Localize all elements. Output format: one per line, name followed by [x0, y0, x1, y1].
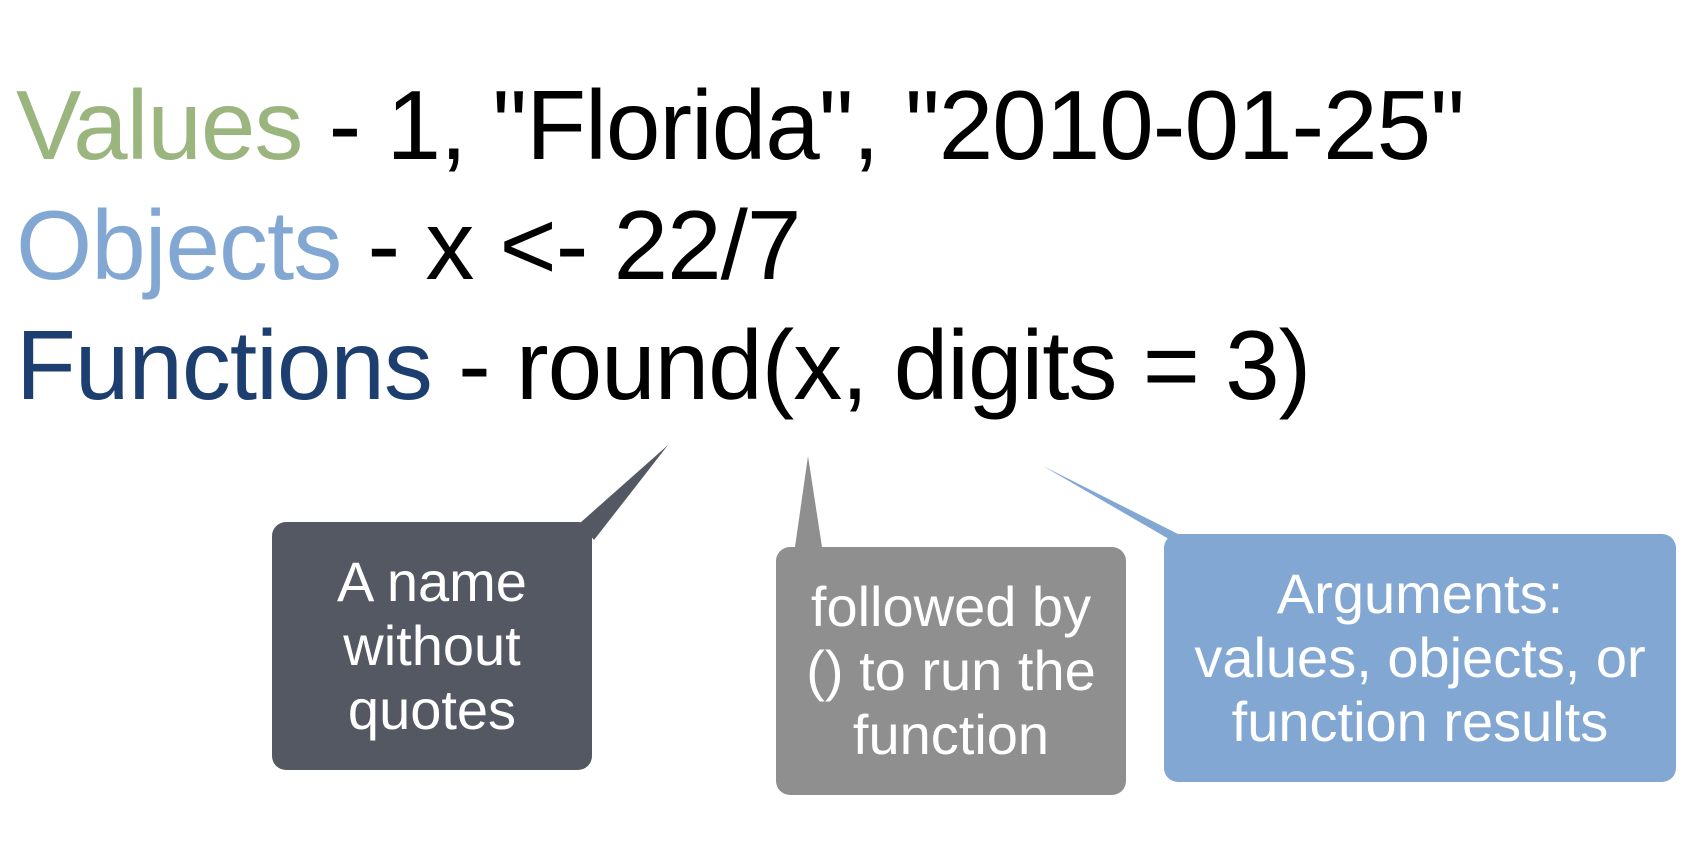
callout-args-line: function results [1231, 690, 1609, 753]
objects-line: Objects - x <- 22/7 [16, 196, 801, 294]
objects-example: - x <- 22/7 [341, 190, 801, 300]
callout-args-shape [1043, 466, 1676, 782]
callout-paren-line: () to run the [806, 639, 1096, 702]
values-term: Values [16, 70, 303, 180]
callout-parentheses: followed by () to run the function [776, 547, 1126, 795]
callout-name-shape [272, 445, 668, 770]
functions-example: - round(x, digits = 3) [431, 310, 1311, 420]
callout-args-line: Arguments: [1276, 562, 1564, 625]
functions-line: Functions - round(x, digits = 3) [16, 316, 1311, 414]
callout-args-line: values, objects, or [1194, 626, 1646, 689]
objects-term: Objects [16, 190, 342, 300]
callout-name-line: without [343, 614, 521, 677]
callout-paren-line: function [852, 703, 1050, 766]
callout-paren-line: followed by [810, 575, 1092, 638]
callout-name: A name without quotes [272, 522, 592, 770]
functions-term: Functions [16, 310, 433, 420]
callout-name-line: quotes [347, 678, 517, 741]
values-line: Values - 1, "Florida", "2010-01-25" [16, 76, 1465, 174]
callout-paren-shape [776, 456, 1126, 795]
values-example: - 1, "Florida", "2010-01-25" [302, 70, 1465, 180]
callout-arguments: Arguments: values, objects, or function … [1164, 534, 1676, 782]
callout-name-line: A name [337, 550, 527, 613]
